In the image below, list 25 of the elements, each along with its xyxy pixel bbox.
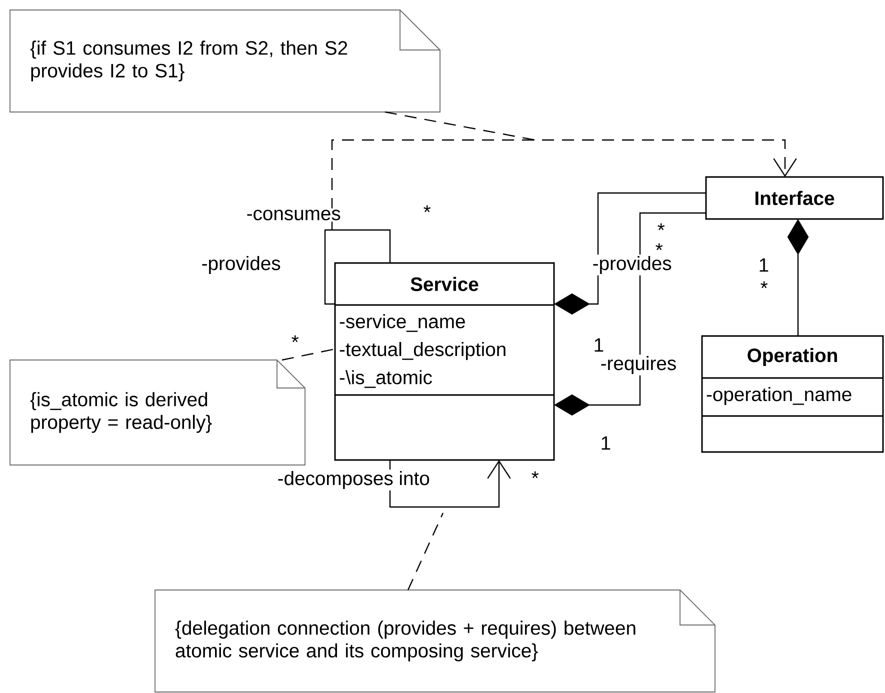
role-name: -decomposes into: [276, 470, 432, 490]
role-name: -consumes: [245, 208, 342, 222]
note: {is_atomic is derived property = read-only}: [10, 360, 306, 466]
connector-line: [282, 348, 336, 361]
multiplicity: *: [422, 204, 432, 220]
role-name: -requires: [599, 354, 678, 376]
class-box: Operation -operation_name: [701, 335, 884, 453]
multiplicity: *: [759, 280, 770, 296]
multiplicity: *: [290, 334, 300, 350]
multiplicity: 1: [757, 257, 770, 273]
class-box: Interface: [705, 176, 884, 220]
note: {delegation connection (provides + requires) between atomic service and its composing service}: [154, 590, 716, 692]
dependency-arrow: [331, 139, 797, 230]
multiplicity: *: [530, 470, 540, 486]
arrow: [389, 460, 511, 508]
multiplicity: 1: [599, 435, 612, 451]
role-name: -provides: [591, 254, 674, 276]
leader-line: [407, 512, 444, 590]
leader-line: [384, 111, 536, 141]
note: {if S1 consumes I2 from S2, then S2 provides I2 to S1}: [10, 10, 440, 112]
class-box: Service -service_name -textual_description -\is_atomic: [334, 262, 555, 461]
connector-line: [324, 229, 391, 305]
multiplicity: 1: [592, 337, 606, 353]
multiplicity: *: [656, 222, 666, 238]
role-name: -provides: [200, 254, 282, 276]
